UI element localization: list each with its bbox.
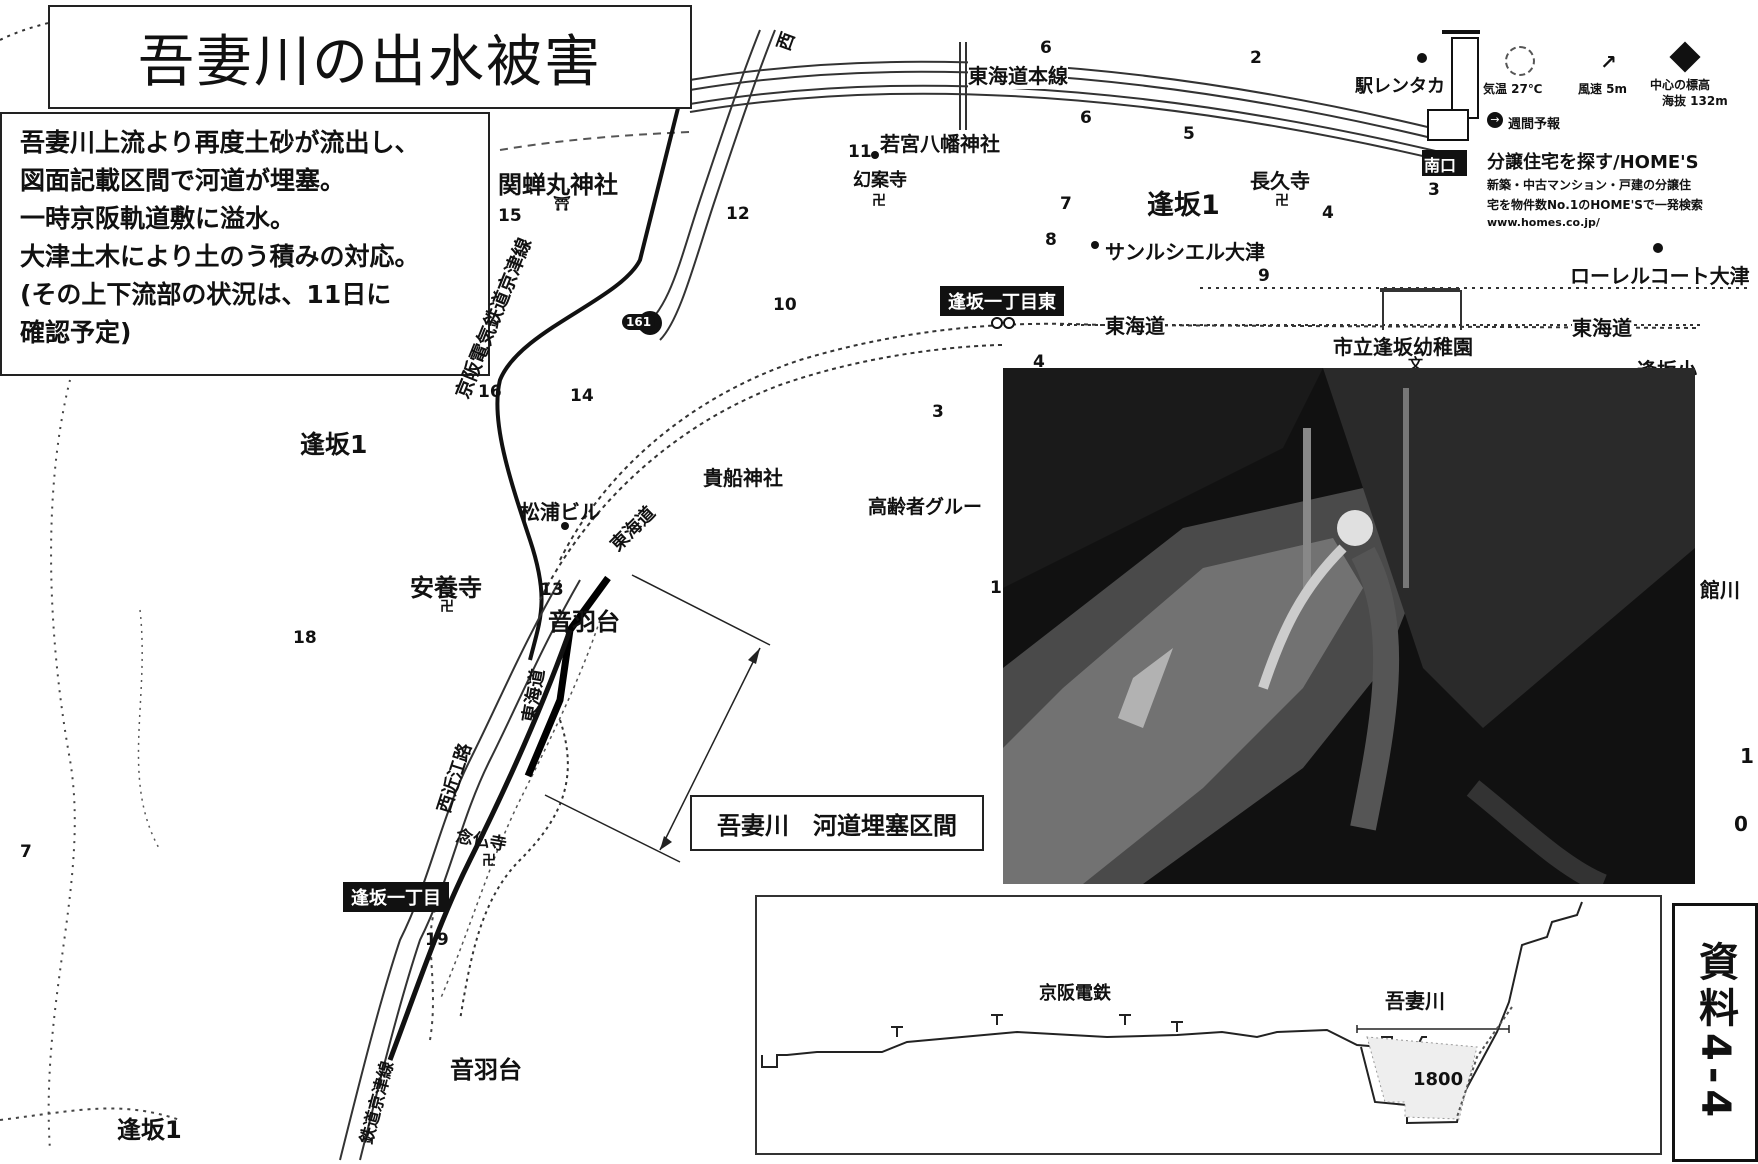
section-label-keihan: 京阪電鉄 [1039,983,1111,1004]
ad-headline-link[interactable]: 分譲住宅を探す/HOME'S [1487,152,1699,173]
block-number: 12 [726,204,750,224]
site-photo-drawing [1003,368,1695,884]
cross-section-diagram: 京阪電鉄 吾妻川 1800 [755,895,1662,1155]
weather-temp: 気温 27℃ [1483,82,1543,96]
note-line: 吾妻川上流より再度土砂が流出し、 [20,128,420,157]
weather-forecast-link[interactable]: 週間予報 [1508,117,1561,132]
route-161-marker: 161 [622,314,656,330]
temple-icon: 卍 [440,599,454,615]
block-number: 10 [773,295,797,315]
weather-wind: 風速 5m [1578,82,1628,96]
map-label-elderly: 高齢者グルー [868,496,983,518]
block-number: 7 [1060,194,1072,214]
map-label-chokyuji: 長久寺 [1250,169,1310,193]
section-dimension: 1800 [1413,1069,1464,1090]
block-number: 9 [1258,266,1270,286]
map-label-otowadai-bottom: 音羽台 [450,1056,522,1084]
map-label-osaka1-bottom: 逢坂1 [117,1116,182,1144]
map-label-matsuura: 松浦ビル [520,500,600,524]
block-number: 6 [1040,38,1052,58]
map-label-tokaido-2: 東海道 [1572,312,1632,341]
block-number: 5 [1183,124,1195,144]
shrine-icon: ⛩ [553,196,571,212]
map-label-kindergarten: 市立逢坂幼稚園 [1333,335,1473,359]
map-label-rental: 駅レンタカ [1355,76,1445,97]
map-label-tokaido-1: 東海道 [1105,310,1165,339]
note-line: 図面記載区間で河道が埋塞。 [20,166,346,195]
map-label-kifune: 貴船神社 [703,466,783,490]
block-number: 11 [848,142,872,162]
map-label-south-exit: 南口 [1424,156,1457,175]
ad-line: 新築・中古マンション・戸建の分譲住 [1487,178,1692,192]
note-line: (その上下流部の状況は、11日に [20,280,392,309]
block-number: 4 [1322,203,1334,223]
block-number: 7 [20,842,32,862]
block-number: 4 [1033,352,1045,372]
block-number: 18 [293,628,317,648]
document-code: 資料4-4 [1672,903,1758,1162]
map-label-genanji: 幻案寺 [853,170,907,191]
weather-center-elev: 中心の標高 [1650,78,1711,92]
note-line: 大津土木により土のう積みの対応。 [20,242,420,271]
ad-line: 宅を物件数No.1のHOME'Sで一発検索 [1487,198,1703,212]
map-label-anyoji: 安養寺 [410,574,482,602]
cross-section-drawing [761,901,1583,1125]
page-title: 吾妻川の出水被害 [48,5,692,109]
note-line: 確認予定) [20,318,132,347]
forecast-icon: → [1487,112,1503,128]
map-label-right-river: 館川 [1700,578,1740,602]
map-label-osaka1-left: 逢坂1 [300,430,368,459]
block-number: 2 [1250,48,1262,68]
map-label-right-0: 0 [1734,812,1748,836]
weather-elev-value: 海抜 132m [1662,94,1728,108]
site-photo [1003,368,1695,884]
map-label-wakamiya: 若宮八幡神社 [880,132,1000,156]
block-number: 15 [498,206,522,226]
temperature-icon [1505,46,1535,76]
block-number: 3 [932,402,944,422]
bus-stop-osaka1chome-higashi: 逢坂一丁目東 [940,286,1064,316]
wind-direction-icon: ↗ [1600,50,1617,74]
block-number: 13 [540,580,564,600]
blocked-section-callout: 吾妻川 河道埋塞区間 [690,795,984,851]
bus-stop-osaka1chome: 逢坂一丁目 [343,882,449,912]
block-number: 3 [1428,180,1440,200]
block-number: 14 [570,386,594,406]
block-number: 8 [1045,230,1057,250]
temple-icon: 卍 [872,193,886,209]
document-code-text: 資料4-4 [1692,941,1738,1124]
map-label-osaka1-top: 逢坂1 [1147,190,1220,221]
block-number: 6 [1080,108,1092,128]
map-label-laurel: ローレルコート大津 [1570,264,1750,288]
note-line: 一時京阪軌道敷に溢水。 [20,204,296,233]
incident-note: 吾妻川上流より再度土砂が流出し、 図面記載区間で河道が埋塞。 一時京阪軌道敷に溢… [0,112,490,376]
temple-icon: 卍 [482,853,496,869]
map-label-otowadai: 音羽台 [548,608,620,636]
section-label-river: 吾妻川 [1385,989,1445,1013]
block-number: 1 [990,578,1002,598]
map-label-tokaido-main-line: 東海道本線 [968,60,1068,89]
block-number: 19 [425,930,449,950]
map-label-semimaru: 関蝉丸神社 [498,171,618,199]
map-label-right-1: 1 [1740,744,1754,768]
map-label-sunciel: サンルシエル大津 [1105,240,1265,264]
temple-icon: 卍 [1275,193,1289,209]
ad-url-link[interactable]: www.homes.co.jp/ [1487,216,1600,229]
block-number: 16 [478,382,502,402]
